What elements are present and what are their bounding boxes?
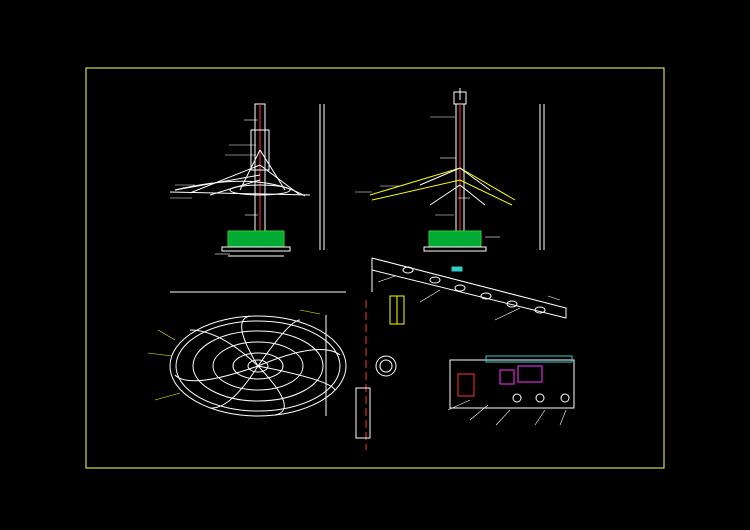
arm-detail <box>371 257 567 325</box>
connection-detail-callouts <box>447 399 567 426</box>
drawing-frame <box>85 67 665 469</box>
plan-view <box>169 291 347 417</box>
center-column-detail <box>355 300 397 450</box>
elevation-view-b-callouts <box>355 116 500 238</box>
plan-view-callouts <box>147 309 321 401</box>
elevation-view-a-callouts <box>170 119 258 255</box>
arm-detail-callouts <box>377 275 561 321</box>
connection-detail <box>449 355 575 409</box>
elevation-view-a <box>169 103 325 257</box>
